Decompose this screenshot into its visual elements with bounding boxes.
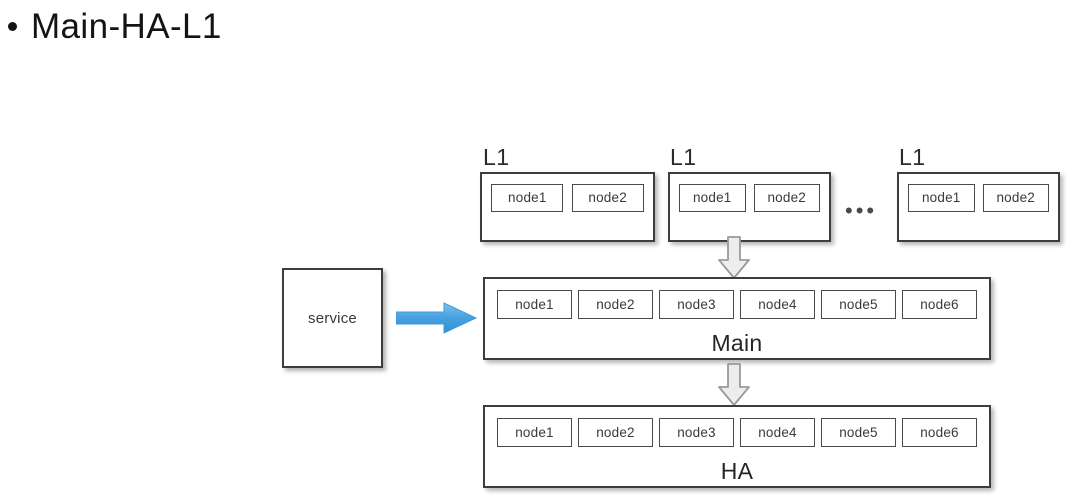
ellipsis-indicator: ••• <box>845 198 878 223</box>
node-chip: node3 <box>659 418 734 447</box>
l1-cluster-1-label: L1 <box>483 144 510 170</box>
l1-cluster-1-nodes: node1 node2 <box>482 184 653 212</box>
l1-cluster-2-nodes: node1 node2 <box>670 184 829 212</box>
node-chip: node1 <box>497 290 572 319</box>
node-chip: node5 <box>821 290 896 319</box>
l1-cluster-2-label: L1 <box>670 144 697 170</box>
node-chip: node6 <box>902 418 977 447</box>
ha-cluster-label: HA <box>720 457 754 484</box>
page-title-text: Main-HA-L1 <box>31 7 222 46</box>
main-cluster-nodes: node1 node2 node3 node4 node5 node6 <box>485 290 989 319</box>
arrow-down-main-to-ha-icon <box>716 363 752 407</box>
l1-cluster-1: node1 node2 <box>480 172 655 242</box>
node-chip: node2 <box>578 290 653 319</box>
l1-cluster-3-nodes: node1 node2 <box>899 184 1058 212</box>
l1-cluster-3: node1 node2 <box>897 172 1060 242</box>
node-chip: node1 <box>497 418 572 447</box>
node-chip: node4 <box>740 418 815 447</box>
bullet-icon <box>8 22 17 31</box>
l1-cluster-2: node1 node2 <box>668 172 831 242</box>
ha-cluster: node1 node2 node3 node4 node5 node6 HA <box>483 405 991 488</box>
node-chip: node1 <box>491 184 564 212</box>
node-chip: node1 <box>679 184 746 212</box>
node-chip: node3 <box>659 290 734 319</box>
node-chip: node2 <box>982 184 1049 212</box>
main-cluster: node1 node2 node3 node4 node5 node6 Main <box>483 277 991 360</box>
node-chip: node2 <box>571 184 644 212</box>
node-chip: node4 <box>740 290 815 319</box>
node-chip: node2 <box>753 184 820 212</box>
page-title: Main-HA-L1 <box>8 7 222 47</box>
node-chip: node6 <box>902 290 977 319</box>
arrow-down-l1-to-main-icon <box>716 236 752 280</box>
node-chip: node5 <box>821 418 896 447</box>
service-box: service <box>282 268 383 368</box>
ha-cluster-nodes: node1 node2 node3 node4 node5 node6 <box>485 418 989 447</box>
arrow-right-service-to-main-icon <box>395 300 478 336</box>
l1-cluster-3-label: L1 <box>899 144 926 170</box>
main-cluster-label: Main <box>711 329 763 356</box>
node-chip: node1 <box>908 184 975 212</box>
service-box-label: service <box>308 309 357 327</box>
node-chip: node2 <box>578 418 653 447</box>
